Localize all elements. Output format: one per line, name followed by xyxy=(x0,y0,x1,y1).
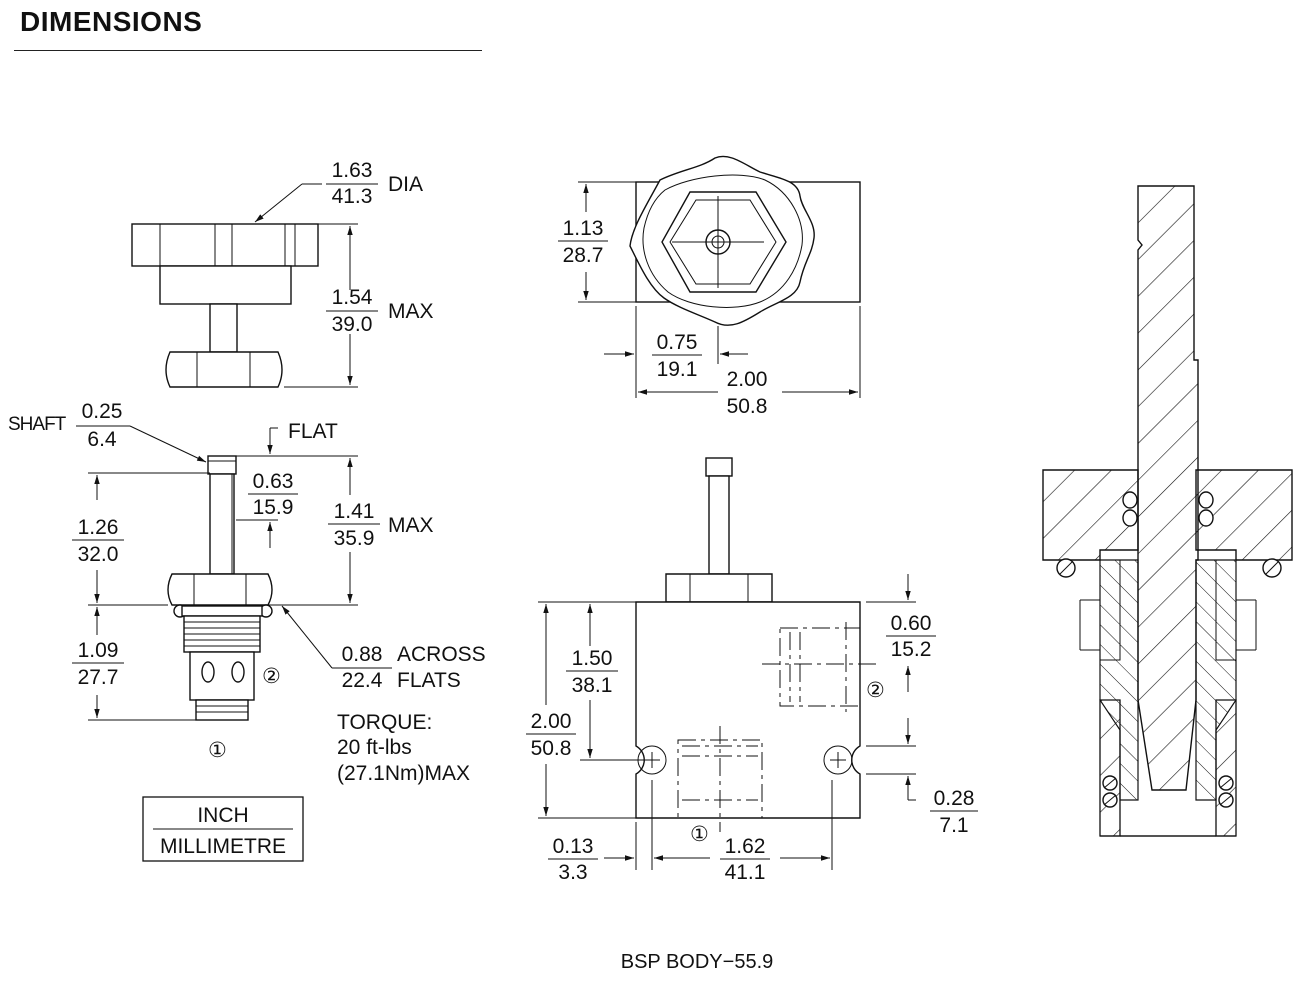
torque-line-3: (27.1Nm)MAX xyxy=(337,762,470,785)
body-port-2-label: ② xyxy=(866,679,885,702)
dim-label-1: ACROSS xyxy=(397,643,486,666)
hex-dim: 0.88 22.4 ACROSS FLATS xyxy=(342,643,486,692)
dim-num: 0.75 xyxy=(657,331,698,354)
dim-den: 50.8 xyxy=(727,395,768,418)
knob-dia-dim: 1.63 41.3 DIA xyxy=(326,159,423,208)
dim-num: 0.60 xyxy=(891,612,932,635)
dim-num: 1.26 xyxy=(78,516,119,539)
shaft-dim: SHAFT 0.25 6.4 xyxy=(8,400,130,451)
dim-num: 1.54 xyxy=(332,286,373,309)
port-2-label: ② xyxy=(262,665,281,688)
dim-den: 15.2 xyxy=(891,638,932,661)
unit-legend: INCH MILLIMETRE xyxy=(142,796,304,862)
dim-den: 15.9 xyxy=(253,496,294,519)
dim-num: 0.63 xyxy=(253,470,294,493)
dim-label: MAX xyxy=(388,300,434,323)
section-view xyxy=(1042,185,1293,837)
title-underline xyxy=(14,50,482,51)
dim-label-2: FLATS xyxy=(397,669,461,692)
body-port-1-label: ① xyxy=(690,823,709,846)
dim-num: 2.00 xyxy=(727,368,768,391)
upper-length-dim: 1.26 32.0 xyxy=(72,516,124,566)
dim-num: 0.13 xyxy=(553,835,594,858)
dim-label: MAX xyxy=(388,514,434,537)
dim-label: DIA xyxy=(388,173,423,196)
dim-den: 3.3 xyxy=(558,861,587,884)
dim-den: 39.0 xyxy=(332,313,373,336)
dim-den: 41.3 xyxy=(332,185,373,208)
knob-side-view xyxy=(131,183,358,388)
dim-num: 1.09 xyxy=(78,639,119,662)
dim-den: 22.4 xyxy=(342,669,383,692)
dim-num: 0.88 xyxy=(342,643,383,666)
page-title: DIMENSIONS xyxy=(20,6,203,37)
body-port2-dim: 0.60 15.2 xyxy=(886,612,936,661)
dim-num: 2.00 xyxy=(531,710,572,733)
lower-length-dim: 1.09 27.7 xyxy=(72,639,124,689)
dim-num: 1.13 xyxy=(563,217,604,240)
dim-num: 1.41 xyxy=(334,500,375,523)
flat-label: FLAT xyxy=(288,420,338,443)
body-front-view xyxy=(538,457,916,870)
dim-num: 1.50 xyxy=(572,647,613,670)
dim-den: 35.9 xyxy=(334,527,375,550)
flat-length-dim: 0.63 15.9 xyxy=(248,470,298,519)
dim-num: 1.62 xyxy=(725,835,766,858)
caption: BSP BODY−55.9 xyxy=(621,951,774,973)
top-width-dim: 2.00 50.8 xyxy=(727,368,768,418)
dim-den: 27.7 xyxy=(78,666,119,689)
dim-num: 0.25 xyxy=(82,400,123,423)
body-height1-dim: 1.50 38.1 xyxy=(566,647,618,697)
torque-note: TORQUE: 20 ft-lbs (27.1Nm)MAX xyxy=(337,711,470,785)
top-view xyxy=(578,155,861,398)
body-height2-dim: 2.00 50.8 xyxy=(526,710,576,760)
legend-millimetre: MILLIMETRE xyxy=(160,835,286,858)
dim-den: 28.7 xyxy=(563,244,604,267)
dim-den: 32.0 xyxy=(78,543,119,566)
legend-inch: INCH xyxy=(197,804,248,827)
dim-den: 6.4 xyxy=(87,428,117,451)
body-hole-dim: 0.28 7.1 xyxy=(930,787,978,837)
dim-den: 41.1 xyxy=(725,861,766,884)
shaft-height-dim: 1.41 35.9 MAX xyxy=(328,500,434,550)
dim-den: 7.1 xyxy=(939,814,968,837)
body-hole-spacing-dim: 1.62 41.1 xyxy=(720,835,770,884)
port-1-label: ① xyxy=(208,739,227,762)
torque-line-2: 20 ft-lbs xyxy=(337,736,412,759)
top-offset-dim: 0.75 19.1 xyxy=(652,331,702,381)
torque-line-1: TORQUE: xyxy=(337,711,432,734)
dim-num: 1.63 xyxy=(332,159,373,182)
dim-den: 19.1 xyxy=(657,358,698,381)
top-height-dim: 1.13 28.7 xyxy=(558,217,608,267)
knob-height-dim: 1.54 39.0 MAX xyxy=(326,286,434,336)
dim-num: 0.28 xyxy=(934,787,975,810)
dim-den: 50.8 xyxy=(531,737,572,760)
cartridge-side-view xyxy=(88,425,392,721)
body-edge-dim: 0.13 3.3 xyxy=(548,835,598,884)
dim-den: 38.1 xyxy=(572,674,613,697)
shaft-label: SHAFT xyxy=(8,414,67,435)
